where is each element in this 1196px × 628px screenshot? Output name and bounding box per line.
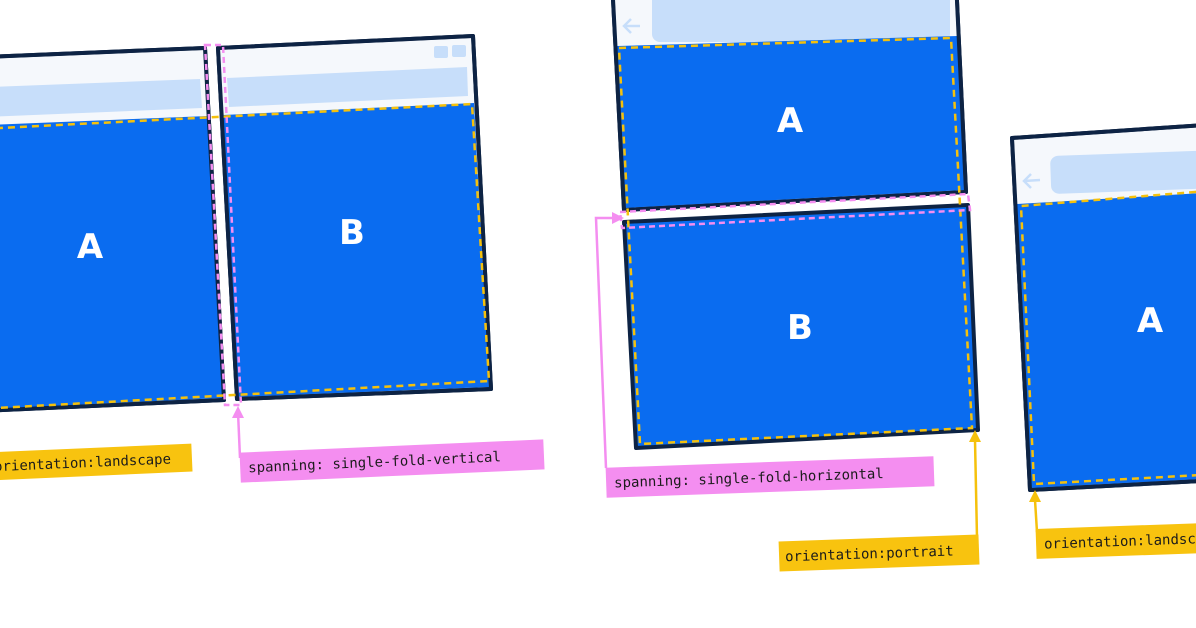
d3-pane-a-label: A: [1137, 301, 1164, 341]
d1-left-address-bar: [0, 79, 202, 117]
d1-fold-region: [203, 43, 243, 407]
d1-orientation-text: orientation:landscape: [0, 451, 171, 475]
d2-bottom-screen-frame: [622, 203, 980, 450]
d1-pane-b-label: B: [339, 213, 365, 253]
d1-left-pane-a: [0, 116, 222, 409]
d2-pane-a-label: A: [777, 101, 804, 141]
d3-orientation-tag: orientation:landscape: [1035, 521, 1196, 559]
d1-orientation-tag: orientation:landscape: [0, 443, 193, 481]
device-vertical-fold: A B orientation:landscape spanning: sing…: [0, 34, 545, 483]
d2-address-bar: [652, 0, 950, 42]
d1-spanning-tag: spanning: single-fold-vertical: [239, 439, 545, 483]
d3-address-bar: [1050, 150, 1196, 194]
d2-spanning-tag: spanning: single-fold-horizontal: [605, 456, 935, 498]
back-arrow-icon: [1022, 173, 1041, 189]
device-horizontal-fold: A B spanning: single-fold-horizontal ori…: [594, 0, 981, 572]
back-arrow-icon: [622, 18, 640, 34]
d2-orientation-tag: orientation:portrait: [778, 534, 980, 572]
window-buttons-icon: [434, 45, 466, 58]
d3-orientation-text: orientation:landscape: [1044, 530, 1196, 552]
d3-pane-a: [1017, 193, 1196, 488]
d1-spanning-arrow: [232, 406, 244, 459]
d2-top-pane-a: [617, 36, 964, 208]
device-single-screen: A orientation:landscape: [1010, 123, 1196, 559]
d3-viewport-outline: [1019, 190, 1196, 486]
d1-viewport-outline: [0, 102, 491, 410]
d2-orientation-text: orientation:portrait: [785, 543, 954, 565]
d1-right-address-bar: [227, 67, 468, 107]
d2-orientation-arrow: [969, 430, 981, 539]
d3-orientation-arrow: [1029, 490, 1041, 533]
d2-pane-b-label: B: [787, 308, 813, 348]
d2-viewport-outline: [617, 36, 974, 446]
d1-right-pane-b: [223, 103, 489, 397]
d1-pane-a-label: A: [77, 227, 104, 267]
d2-fold-region: [618, 192, 972, 230]
d2-spanning-arrow: [594, 212, 624, 469]
